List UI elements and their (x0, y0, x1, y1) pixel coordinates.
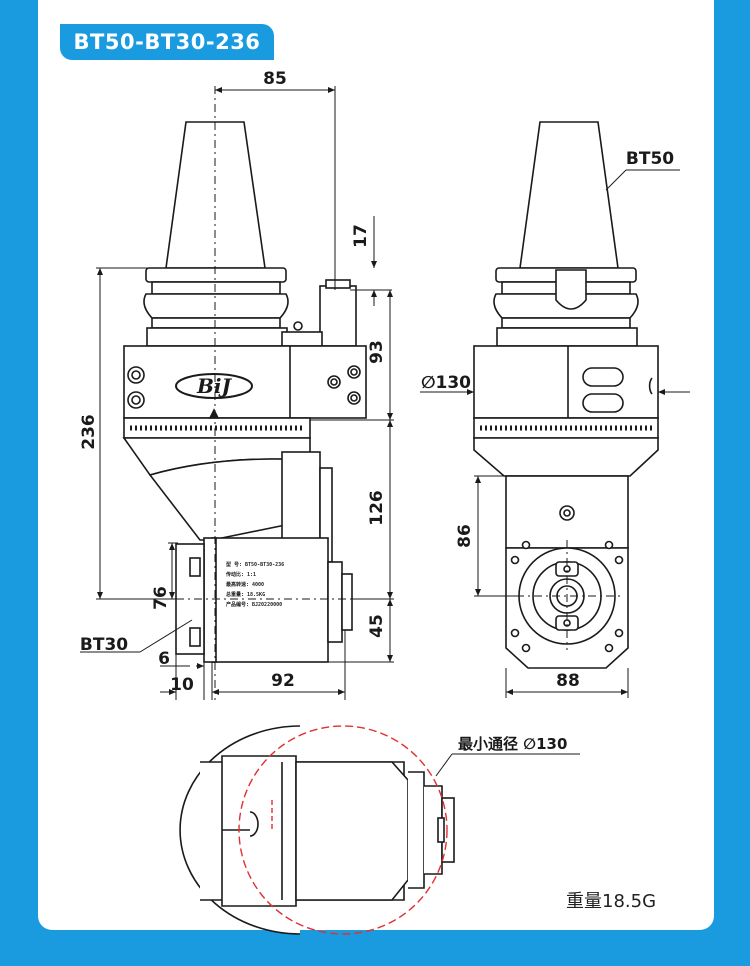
top-dimension-lines (435, 753, 580, 777)
svg-text:总重量: 18.5KG: 总重量: 18.5KG (226, 591, 265, 598)
dim-6: 6 (158, 649, 170, 669)
svg-text:型 号: BT50-BT30-236: 型 号: BT50-BT30-236 (226, 561, 284, 568)
dim-45: 45 (367, 614, 387, 638)
dim-86: 86 (455, 524, 475, 548)
svg-text:最高转速: 4000: 最高转速: 4000 (226, 581, 264, 588)
front-view: BiJ 型 号: BT50-BT30-236 传动比: 1:1 最高转速: 40… (122, 121, 367, 663)
side-dimension-lines (420, 169, 690, 698)
weight-label: 重量18.5G (566, 891, 657, 912)
side-centerlines (516, 540, 620, 650)
side-view (473, 121, 659, 669)
page-title: BT50-BT30-236 (60, 24, 274, 60)
min-clearance-circle (238, 725, 448, 935)
dim-126: 126 (367, 490, 387, 526)
front-dimension-texts: 85 17 93 236 126 76 45 6 10 92 BT30 (79, 69, 387, 695)
label-bt50: BT50 (626, 149, 674, 169)
nameplate: 型 号: BT50-BT30-236 传动比: 1:1 最高转速: 4000 总… (225, 561, 284, 608)
min-clearance-label: 最小通径 ∅130 (458, 735, 567, 753)
logo-text: BiJ (196, 374, 233, 398)
label-bt30: BT30 (80, 635, 128, 655)
dim-130: ∅130 (421, 373, 471, 393)
front-centerlines (176, 86, 352, 700)
dim-93: 93 (367, 340, 387, 364)
dim-17: 17 (351, 224, 371, 248)
dim-85: 85 (263, 69, 287, 89)
top-view (179, 725, 455, 935)
side-dimension-texts: BT50 ∅130 86 88 (421, 149, 674, 691)
front-dimension-lines (80, 86, 394, 700)
svg-text:传动比: 1:1: 传动比: 1:1 (225, 571, 256, 578)
dim-92: 92 (271, 671, 295, 691)
dim-88: 88 (556, 671, 580, 691)
dim-236: 236 (79, 414, 99, 450)
dim-76: 76 (151, 586, 171, 610)
svg-text:产品编号: BJ20220000: 产品编号: BJ20220000 (226, 601, 282, 608)
dim-10: 10 (170, 675, 194, 695)
